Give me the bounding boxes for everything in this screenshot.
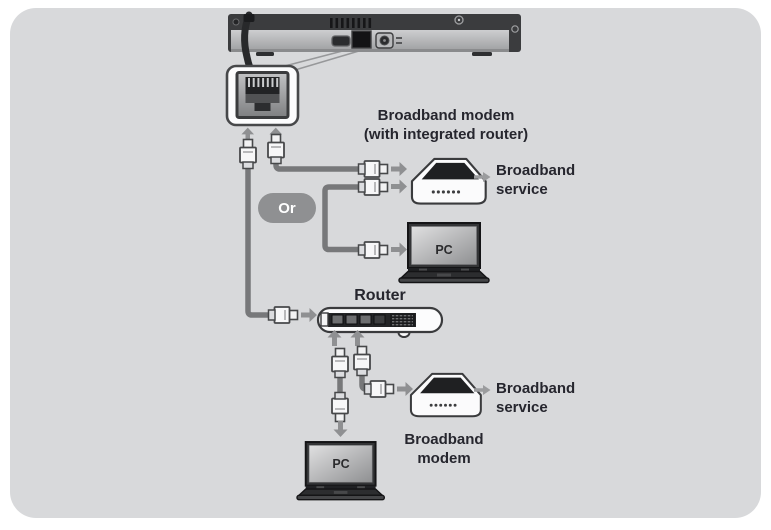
broadband-modem-integrated-line1: Broadband modem [377,107,515,124]
pc-screen-label: PC [332,457,349,471]
broadband-modem-integrated-label: Broadband modem (with integrated router) [348,106,544,144]
ethernet-plug-icon [331,347,349,379]
power-jack-icon [375,32,402,49]
arrow-down-icon [333,421,348,437]
cable-player-to-modem [273,156,362,172]
broadband-modem-label-bottom: Broadband modem [404,431,484,467]
ethernet-plug-icon [353,345,371,377]
ethernet-plug-icon [267,306,299,324]
broadband-modem-icon [409,372,482,418]
ethernet-plug-icon [363,380,395,398]
ethernet-plug-icon [357,160,389,178]
arrow-right-icon [301,308,317,322]
pc-screen-label: PC [435,243,452,257]
cable-player-to-router [245,160,272,318]
lan-port-callout-icon [225,64,300,127]
blu-ray-player-rear-panel-icon [228,11,521,72]
arrow-right-icon [391,162,407,176]
router-label: Router [354,287,406,304]
ethernet-plug-icon [267,133,285,165]
lan-port-icon [351,30,372,49]
broadband-modem-icon [410,157,487,205]
arrow-right-icon [397,382,413,396]
arrow-right-icon [391,179,407,194]
or-badge-label: Or [278,199,296,217]
ethernet-plug-icon [331,391,349,423]
diagram-panel-background [10,8,761,518]
hdmi-port-icon [331,35,351,47]
ethernet-plug-icon [239,138,257,170]
ethernet-plug-icon [357,178,389,196]
cable-modem-to-pc [322,184,360,253]
or-badge: Or [258,193,316,223]
arrow-right-icon [391,242,407,257]
router-icon [316,306,444,338]
broadband-service-label-bottom: Broadband service [496,380,576,416]
broadband-modem-integrated-line2: (with integrated router) [363,126,529,143]
broadband-service-label-top: Broadband service [496,162,576,198]
ethernet-cables [245,156,369,396]
vent-slots [330,18,372,28]
ethernet-plug-icon [357,241,389,259]
